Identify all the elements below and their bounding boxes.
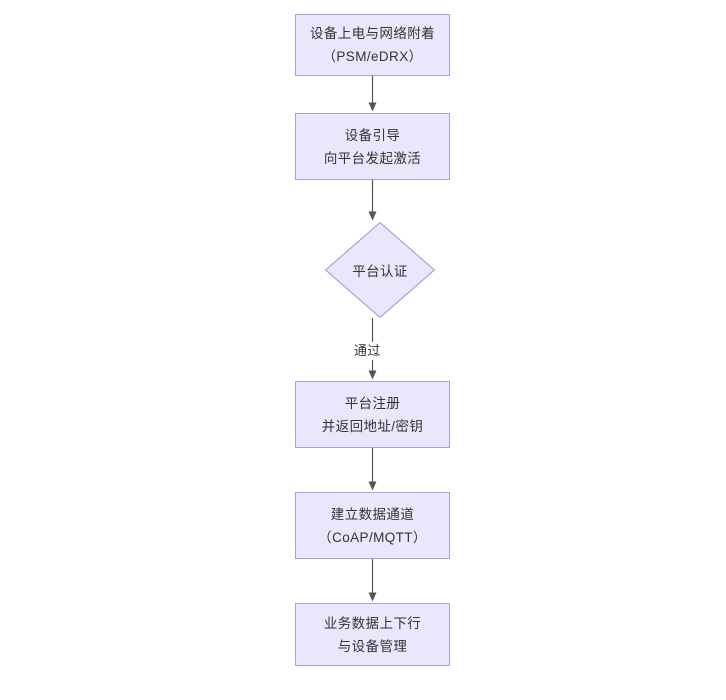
node-bootstrap-line-1: 设备引导 <box>344 127 401 143</box>
node-service-data[interactable]: 业务数据上下行 与设备管理 <box>295 603 450 666</box>
node-data-channel-line-1: 建立数据通道 <box>330 506 415 522</box>
node-data-channel-line-2: （CoAP/MQTT） <box>318 529 427 545</box>
node-bootstrap[interactable]: 设备引导 向平台发起激活 <box>295 113 450 180</box>
node-bootstrap-line-2: 向平台发起激活 <box>323 150 422 166</box>
node-service-data-line-1: 业务数据上下行 <box>323 615 422 631</box>
node-platform-register-line-1: 平台注册 <box>344 395 401 411</box>
node-power-on-line-1: 设备上电与网络附着 <box>309 26 436 41</box>
node-platform-auth-label: 平台认证 <box>352 264 408 279</box>
node-platform-register-line-2: 并返回地址/密钥 <box>321 418 424 434</box>
node-platform-auth[interactable]: 平台认证 <box>325 222 435 318</box>
node-service-data-line-2: 与设备管理 <box>337 638 408 654</box>
node-power-on-line-2: （PSM/eDRX） <box>322 49 423 64</box>
node-data-channel[interactable]: 建立数据通道 （CoAP/MQTT） <box>295 492 450 559</box>
node-platform-register[interactable]: 平台注册 并返回地址/密钥 <box>295 381 450 448</box>
diamond-shape-icon <box>325 222 435 318</box>
node-power-on[interactable]: 设备上电与网络附着 （PSM/eDRX） <box>295 14 450 76</box>
edge-label-pass: 通过 <box>352 342 383 360</box>
